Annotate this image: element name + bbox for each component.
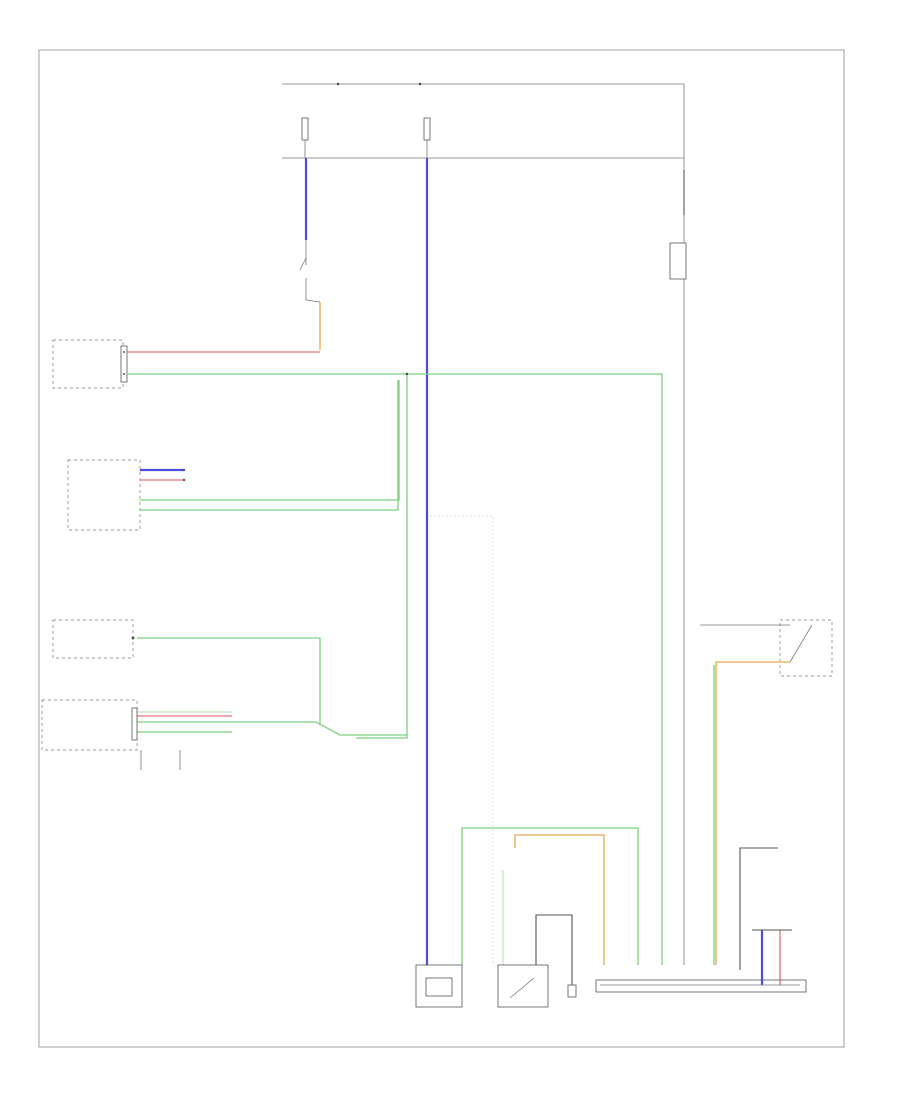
connector-brake-sensor <box>52 619 135 659</box>
connector-strip-right <box>595 979 807 993</box>
fuse-left <box>301 117 309 158</box>
data-wires <box>137 468 232 717</box>
ground-point <box>567 984 577 998</box>
green-signal-network <box>127 372 663 965</box>
diagram-frame <box>38 49 845 1048</box>
fuse-center <box>423 117 431 158</box>
connector-data-link <box>67 459 141 531</box>
connector-module-left <box>41 699 181 770</box>
stop-lamp-switch <box>299 158 321 350</box>
reference-dotted-line <box>430 515 494 965</box>
signal-pair <box>752 929 792 985</box>
stop-lamp-connector <box>52 339 128 389</box>
power-supply-rails <box>282 82 685 159</box>
brake-switch-right <box>700 619 833 965</box>
module-left <box>415 964 463 1008</box>
module-center <box>497 964 549 1008</box>
lower-harness <box>461 827 778 985</box>
relay-box <box>669 158 687 965</box>
